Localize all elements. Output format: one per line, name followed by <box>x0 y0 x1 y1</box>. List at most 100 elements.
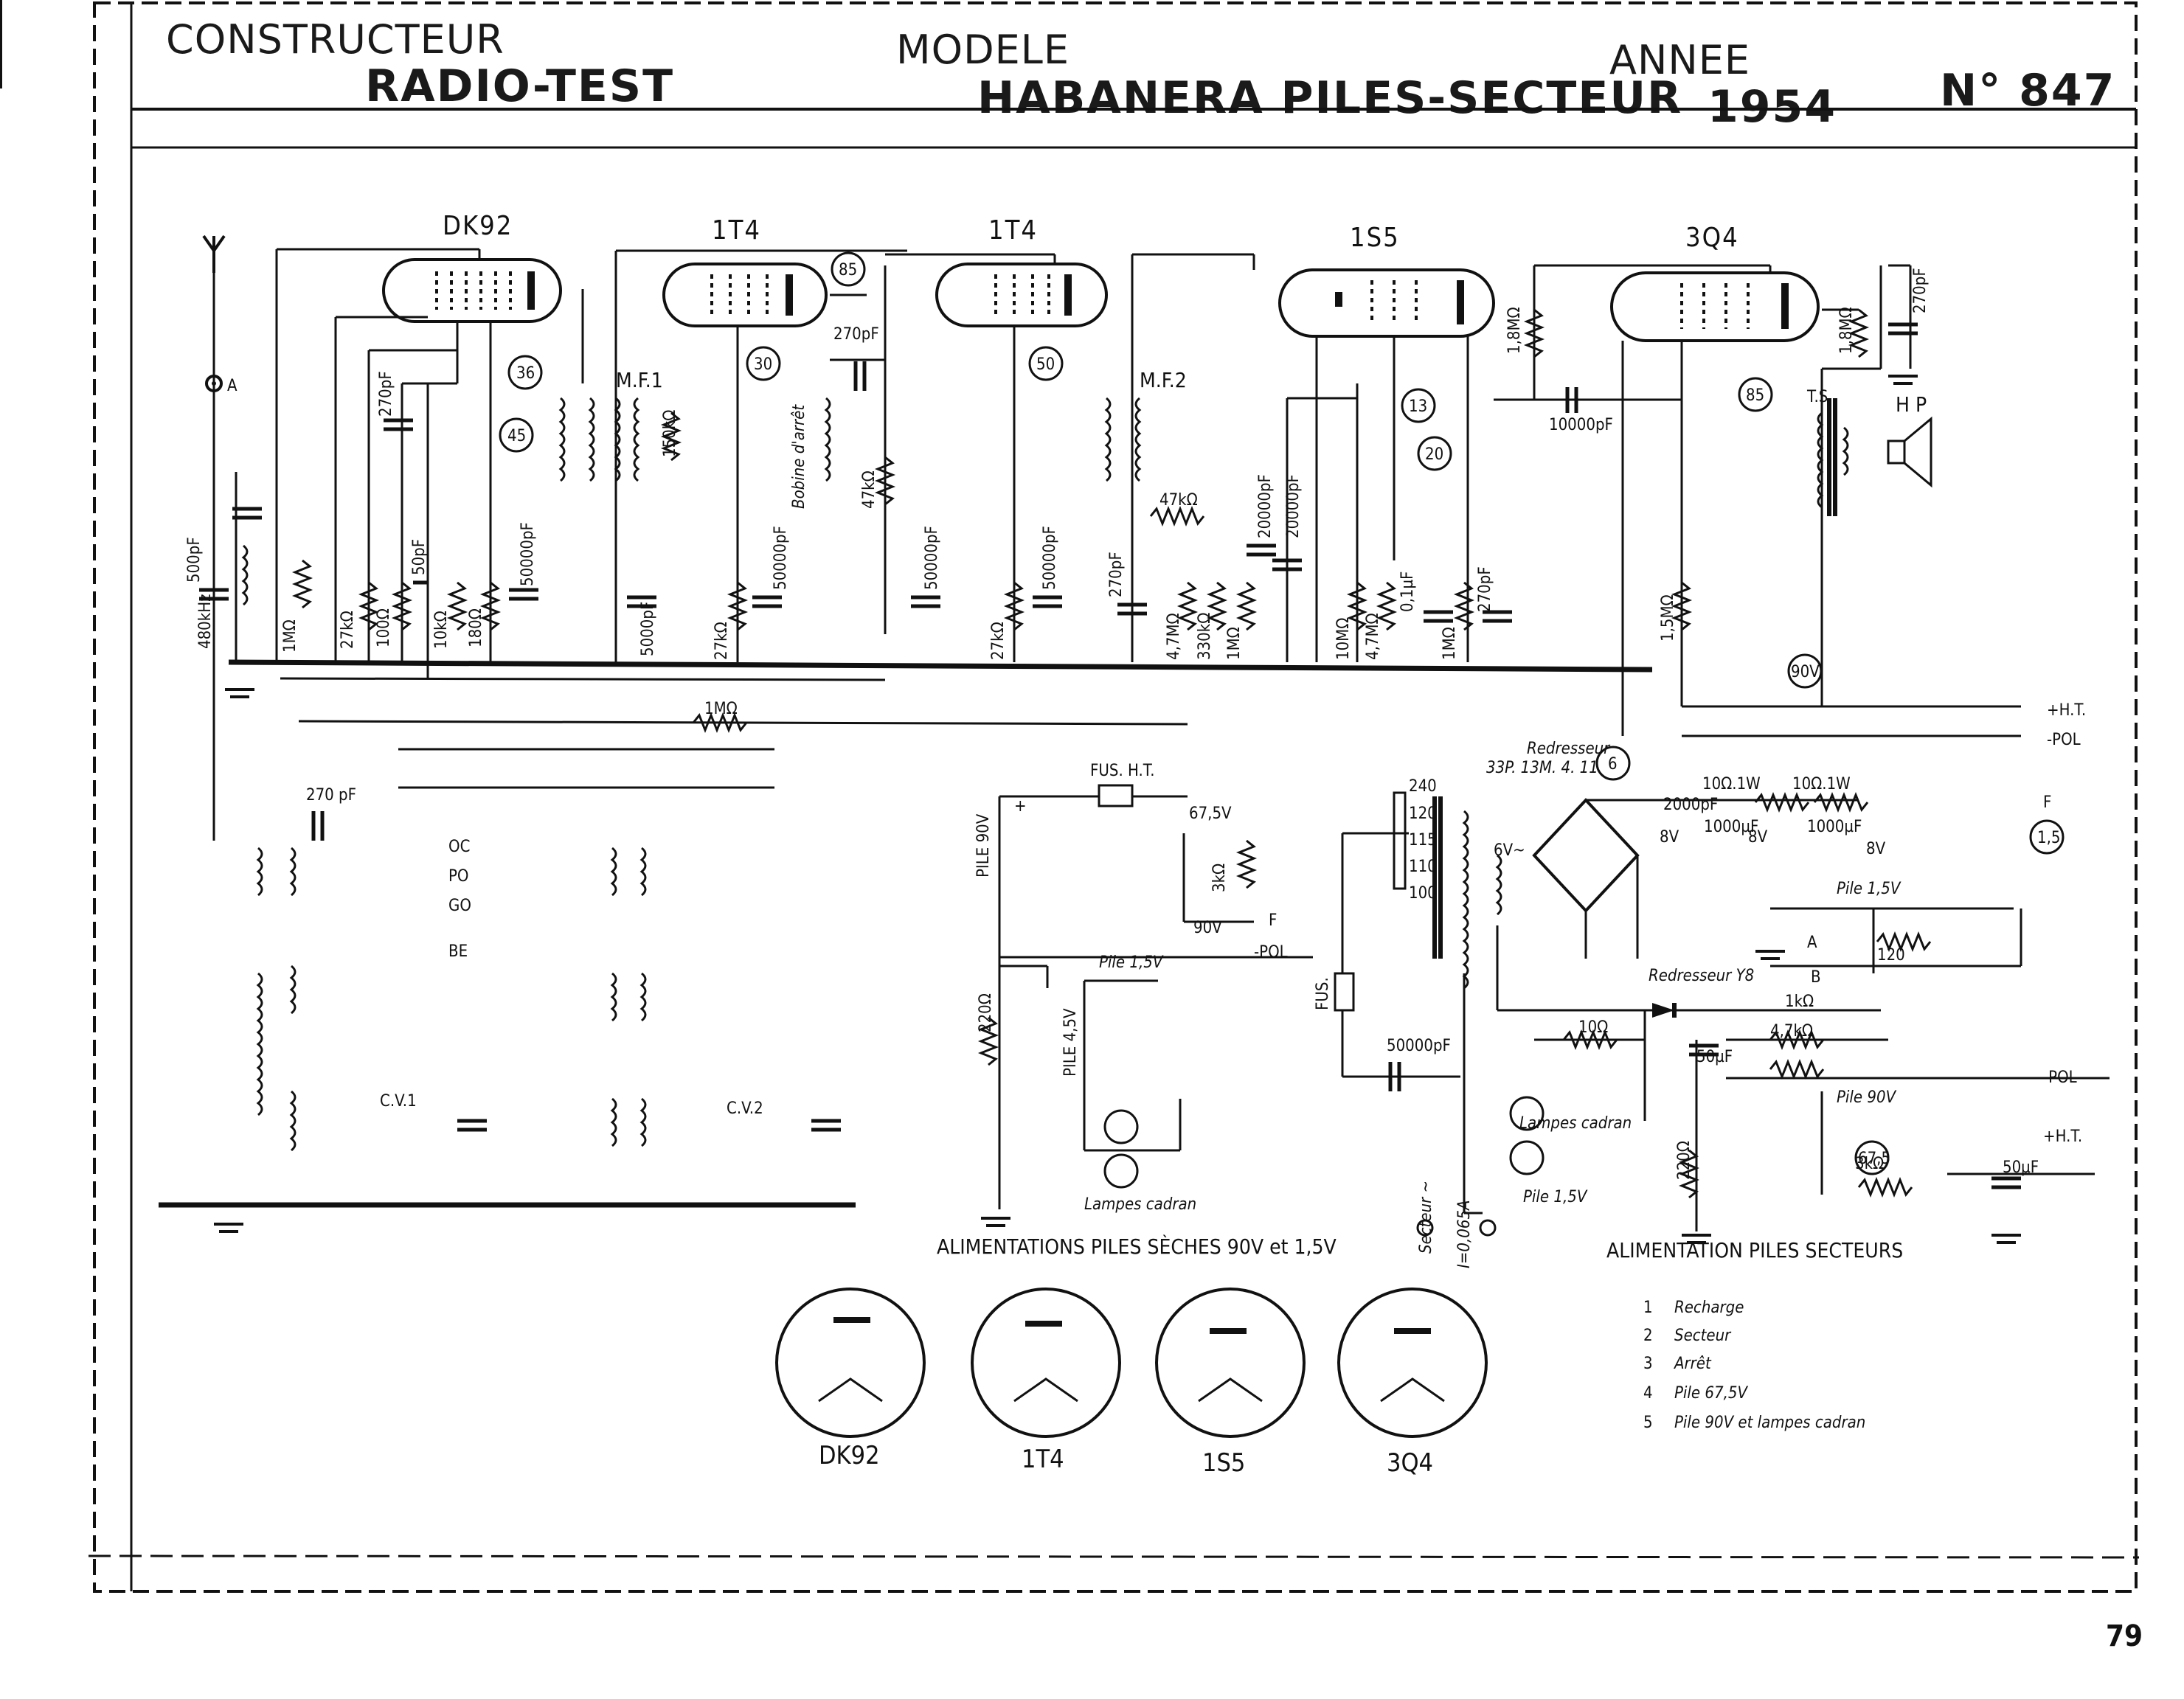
svg-text:27kΩ: 27kΩ <box>713 622 731 660</box>
svg-text:8V: 8V <box>1660 828 1679 847</box>
svg-text:50000pF: 50000pF <box>1041 526 1059 590</box>
svg-text:50: 50 <box>1036 355 1055 374</box>
frame <box>0 0 2140 1593</box>
svg-text:6: 6 <box>1608 755 1618 774</box>
tube-1t4-a: 1T4 <box>662 215 828 327</box>
svg-text:10Ω.1W: 10Ω.1W <box>1792 775 1851 793</box>
svg-text:10Ω.1W: 10Ω.1W <box>1702 775 1761 793</box>
svg-text:B: B <box>1811 968 1821 987</box>
svg-text:F: F <box>1269 911 1277 930</box>
svg-text:2000pF: 2000pF <box>1663 796 1718 814</box>
svg-text:100: 100 <box>1409 884 1437 903</box>
svg-text:3kΩ: 3kΩ <box>1855 1155 1884 1173</box>
svg-text:Pile 1,5V: Pile 1,5V <box>1523 1188 1588 1206</box>
svg-text:20000pF: 20000pF <box>1256 474 1275 538</box>
svg-text:C.V.1: C.V.1 <box>380 1092 417 1111</box>
svg-text:FUS.: FUS. <box>1314 977 1332 1010</box>
svg-text:PILE 4,5V: PILE 4,5V <box>1061 1008 1080 1077</box>
tube-bases: DK92 1T4 1S5 3Q4 <box>775 1288 1488 1478</box>
piles-seches-section: FUS. H.T. 67,5V 3kΩ 90V PILE 90V + 220Ω … <box>937 762 1337 1259</box>
svg-text:BE: BE <box>448 942 468 961</box>
svg-text:220Ω: 220Ω <box>1675 1141 1694 1180</box>
svg-text:GO: GO <box>448 897 471 915</box>
svg-text:3kΩ: 3kΩ <box>1210 864 1229 892</box>
svg-text:4,7MΩ: 4,7MΩ <box>1364 613 1382 660</box>
svg-text:Lampes cadran: Lampes cadran <box>1519 1114 1632 1133</box>
svg-text:Redresseur: Redresseur <box>1527 740 1611 758</box>
svg-text:67,5: 67,5 <box>1858 1150 1890 1168</box>
svg-text:A: A <box>1807 934 1817 952</box>
svg-text:1S5: 1S5 <box>1202 1448 1245 1478</box>
svg-text:220Ω: 220Ω <box>977 993 995 1032</box>
svg-text:90V: 90V <box>1791 663 1820 681</box>
svg-text:-POL: -POL <box>1254 943 1288 962</box>
tube-label: 1T4 <box>988 215 1038 246</box>
svg-text:270 pF: 270 pF <box>306 786 356 805</box>
svg-text:90V: 90V <box>1193 919 1222 937</box>
svg-text:36: 36 <box>516 364 535 383</box>
svg-text:120: 120 <box>1409 805 1437 823</box>
svg-text:OC: OC <box>448 838 470 856</box>
svg-text:27kΩ: 27kΩ <box>339 611 357 649</box>
svg-text:110: 110 <box>1409 858 1437 876</box>
tube-label: 1T4 <box>712 215 761 246</box>
svg-text:Recharge: Recharge <box>1674 1299 1744 1317</box>
svg-text:85: 85 <box>839 261 857 279</box>
page-number: 79 <box>2106 1619 2143 1653</box>
svg-text:10kΩ: 10kΩ <box>432 611 451 649</box>
svg-text:270pF: 270pF <box>377 371 395 417</box>
svg-text:20: 20 <box>1425 445 1443 464</box>
svg-text:50000pF: 50000pF <box>519 522 537 586</box>
svg-text:1MΩ: 1MΩ <box>1441 627 1459 660</box>
tube-dk92: DK92 <box>382 211 562 323</box>
svg-text:C.V.2: C.V.2 <box>727 1099 763 1118</box>
svg-text:M.F.1: M.F.1 <box>616 368 663 392</box>
svg-text:3Q4: 3Q4 <box>1387 1448 1433 1478</box>
tube-label: 3Q4 <box>1685 223 1739 253</box>
svg-text:10Ω: 10Ω <box>1578 1018 1608 1037</box>
svg-text:Bobine d'arrêt: Bobine d'arrêt <box>790 404 808 509</box>
svg-text:1MΩ: 1MΩ <box>281 619 299 653</box>
svg-text:120: 120 <box>1877 946 1905 965</box>
svg-text:330kΩ: 330kΩ <box>1196 613 1214 660</box>
svg-text:1000µF: 1000µF <box>1704 818 1758 836</box>
annee-value: 1954 <box>1708 81 1837 133</box>
svg-text:30: 30 <box>754 355 772 374</box>
svg-text:3: 3 <box>1643 1355 1653 1373</box>
svg-text:180Ω: 180Ω <box>467 608 485 647</box>
svg-text:1MΩ: 1MΩ <box>704 700 738 718</box>
tube-label: 1S5 <box>1350 223 1400 253</box>
ground-symbols <box>214 375 2021 1244</box>
svg-text:M.F.2: M.F.2 <box>1140 368 1187 392</box>
svg-text:47kΩ: 47kΩ <box>1159 491 1198 510</box>
wiring <box>212 248 1912 841</box>
svg-text:+: + <box>1014 797 1027 816</box>
modele-label: MODELE <box>896 27 1070 73</box>
svg-text:50µF: 50µF <box>2003 1158 2039 1177</box>
annee-label: ANNEE <box>1609 37 1750 83</box>
svg-text:PO: PO <box>448 867 469 886</box>
capacitors <box>199 322 2021 1189</box>
constructeur-value: RADIO-TEST <box>365 60 675 112</box>
svg-text:5000pF: 5000pF <box>639 602 657 656</box>
secteur-section: Redresseur 33P. 13M. 4. 11 240 120 115 1… <box>1314 740 2110 1268</box>
svg-text:33P. 13M. 4. 11: 33P. 13M. 4. 11 <box>1486 759 1598 777</box>
bridge-rectifier <box>1532 798 1640 913</box>
svg-text:270pF: 270pF <box>1476 566 1494 612</box>
resistors <box>291 308 1932 1199</box>
svg-text:50000pF: 50000pF <box>923 526 941 590</box>
antenna: A <box>202 234 238 395</box>
svg-text:6V~: 6V~ <box>1494 841 1525 860</box>
svg-text:67,5V: 67,5V <box>1189 805 1232 823</box>
svg-text:1,5MΩ: 1,5MΩ <box>1659 594 1677 642</box>
loudspeaker <box>1887 416 1932 488</box>
tube-1s5: 1S5 <box>1278 223 1495 338</box>
svg-text:47kΩ: 47kΩ <box>860 470 878 509</box>
coils <box>241 397 1849 1152</box>
svg-text:Pile 67,5V: Pile 67,5V <box>1674 1384 1748 1403</box>
svg-text:1: 1 <box>1643 1299 1653 1317</box>
svg-text:+H.T.: +H.T. <box>2047 701 2086 720</box>
svg-text:1MΩ: 1MΩ <box>1225 627 1244 660</box>
